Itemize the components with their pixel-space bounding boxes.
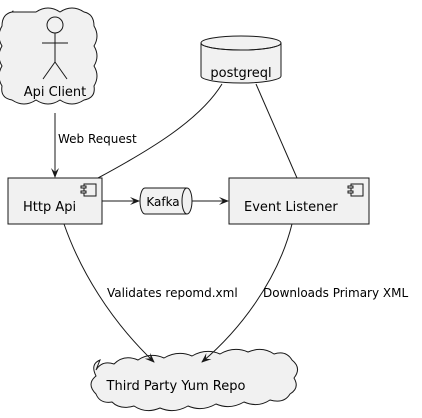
web-request-label: Web Request — [58, 132, 137, 146]
event-listener-component: Event Listener — [228, 177, 370, 225]
validates-label: Validates repomd.xml — [107, 286, 238, 300]
postgreql-label: postgreql — [210, 66, 271, 81]
component-icon — [347, 183, 364, 197]
api-client-cloud-shape — [0, 7, 98, 105]
kafka-queue: Kafka — [139, 187, 193, 215]
actor-icon — [42, 16, 68, 80]
edge-event-listener-to-postgreql — [255, 83, 298, 179]
http-api-label: Http Api — [23, 200, 76, 215]
kafka-label: Kafka — [146, 195, 179, 209]
component-icon — [80, 183, 97, 197]
event-listener-label: Event Listener — [244, 200, 338, 215]
http-api-component: Http Api — [7, 177, 103, 225]
postgreql-database: postgreql — [200, 35, 282, 84]
api-client-node: Api Client — [0, 7, 98, 105]
third-party-yum-repo-cloud: Third Party Yum Repo — [90, 348, 298, 412]
third-party-yum-repo-label: Third Party Yum Repo — [106, 379, 246, 394]
api-client-label: Api Client — [24, 85, 87, 100]
downloads-label: Downloads Primary XML — [263, 286, 408, 300]
edges — [51, 83, 298, 363]
edge-http-api-to-yum-repo — [63, 223, 155, 363]
edge-event-listener-to-yum-repo — [201, 223, 293, 363]
edge-http-api-to-postgreql — [97, 83, 223, 179]
